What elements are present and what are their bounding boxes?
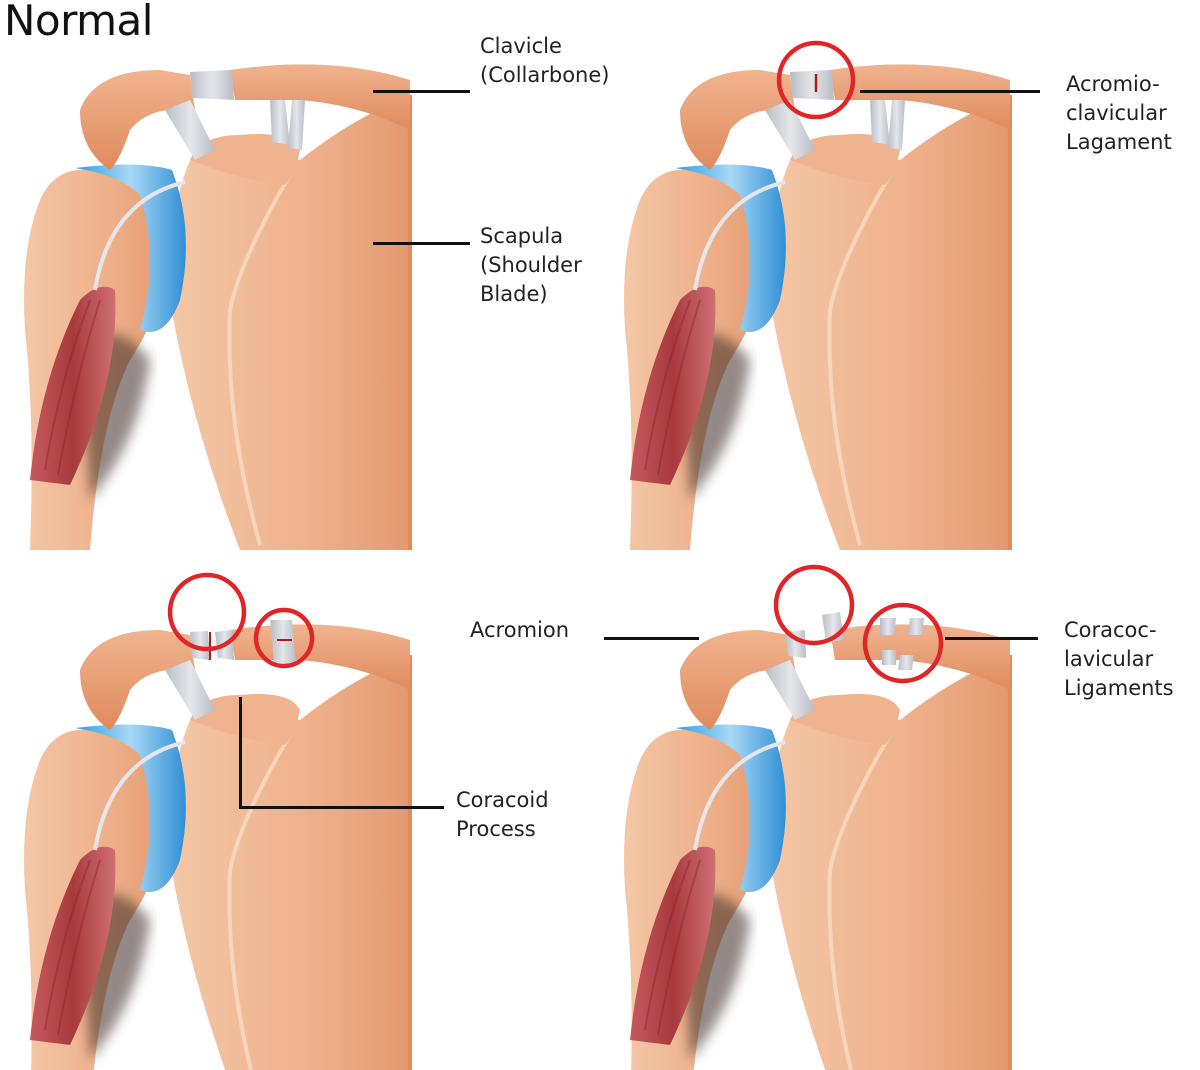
leader-line-scapula: [373, 242, 470, 245]
shoulder-illustration: [600, 40, 1040, 560]
injury-circle-icon: [776, 40, 856, 120]
panel-grade1: [600, 0, 1040, 440]
shoulder-illustration: [600, 564, 1040, 1070]
leader-line-coracoid-horizontal: [239, 806, 444, 809]
leader-line-coracoclavicular: [945, 637, 1038, 640]
leader-line-coracoid-vertical: [239, 697, 242, 809]
label-clavicle: Clavicle (Collarbone): [480, 34, 610, 87]
leader-line-acromion: [604, 637, 699, 640]
leader-line-acromioclavicular: [860, 90, 1040, 93]
label-scapula: Scapula (Shoulder Blade): [480, 224, 582, 306]
label-acromioclavicular: Acromio- clavicular Lagament: [1066, 72, 1172, 154]
injury-circle-icon: [773, 564, 855, 646]
leader-line-clavicle: [373, 90, 470, 93]
shoulder-illustration: [0, 572, 440, 1070]
label-coracoid: Coracoid Process: [456, 788, 549, 841]
diagram-title: Normal: [4, 0, 153, 45]
injury-circle-icon: [862, 602, 944, 684]
label-coracoclavicular: Coracoc- lavicular Ligaments: [1064, 618, 1174, 700]
panel-grade3: [600, 560, 1040, 1000]
panel-grade2: [0, 560, 440, 1000]
panel-normal: [0, 0, 440, 440]
injury-circle-icon: [167, 572, 247, 652]
label-acromion: Acromion: [470, 618, 570, 642]
shoulder-illustration: [0, 0, 440, 560]
injury-circle-icon: [253, 607, 315, 669]
